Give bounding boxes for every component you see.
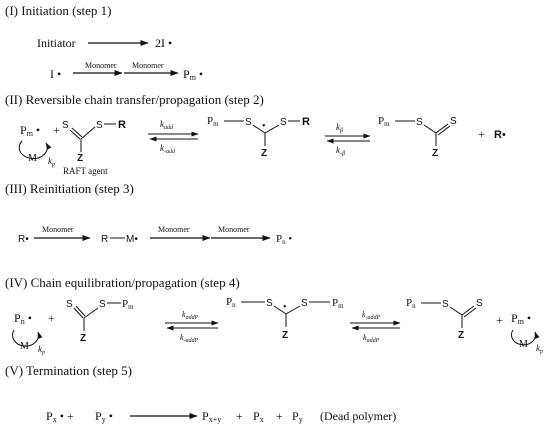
propagation-loop-arrow [511,329,540,346]
pm-radical: Pm • [183,67,203,82]
macro-raft-pn: Pn [406,297,416,310]
macro-raft-thione-s: S [450,116,457,127]
px-radical: Px • + [46,409,74,424]
propagation-loop-arrow [18,140,52,160]
monomer-m-label: M [28,153,37,164]
k-minus-add-label: k-add [160,143,176,155]
intermediate-radical-dot: • [283,302,287,313]
z-group: Z [458,330,464,341]
initiator-radical: I • [50,67,61,81]
monomer-m-label: M [20,341,29,352]
macro-raft-thione-s: S [476,298,483,309]
propagation-loop-arrow [12,329,43,347]
monomer-label: Monomer [158,225,190,234]
kp-label: kp [48,156,55,168]
intermediate-radical-dot: • [262,121,266,132]
kp-label: kp [536,343,543,355]
heading-step5: (V) Termination (step 5) [5,363,132,378]
raft-agent-label: RAFT agent [63,166,108,176]
intermediate-s-right: S [280,117,287,128]
k-minus-addp-label: k-addP [362,310,381,321]
pm-radical: Pm • [511,311,531,326]
heading-step1: (I) Initiation (step 1) [5,3,112,18]
two-radical-product: 2I • [155,36,172,50]
k-minus-addp-label: k-addP [180,333,199,344]
intermediate-pm: Pm [332,297,344,310]
plus-sign: + [53,123,60,137]
thione-s: S [62,120,69,131]
intermediate-pm: Pm [207,115,219,128]
pn-radical: Pn • [276,233,292,246]
pxy-product: Px+y [202,409,221,424]
py-radical: Py • [95,409,113,424]
heading-step2: (II) Reversible chain transfer/propagati… [5,92,264,107]
r-group: R [302,116,310,128]
intermediate-s-left: S [245,117,252,128]
monomer-label: Monomer [85,61,117,70]
pn-radical: Pn • [14,311,32,326]
k-minus-beta-label: k-β [336,145,345,157]
macro-raft-s: S [442,299,449,310]
macro-raft-s: S [416,117,423,128]
heading-step3: (III) Reinitiation (step 3) [5,181,134,196]
heading-step4: (IV) Chain equilibration/propagation (st… [5,275,240,290]
pm-radical: Pm • [20,123,40,138]
k-beta-label: kβ [336,122,343,134]
macro-raft-pm: Pm [122,298,134,311]
macro-raft-pm: Pm [378,115,390,128]
rm-radical: M• [126,234,138,245]
z-group: Z [80,333,86,344]
r-group: R [118,119,126,131]
intermediate-s-left: S [266,298,273,309]
monomer-label: Monomer [42,225,74,234]
py-product: Py [292,409,303,424]
px-product: Px [253,409,264,424]
plus-sign: + [496,313,503,327]
k-addp-label: kaddP [182,310,199,321]
z-group: Z [77,153,83,164]
thioether-s: S [96,120,103,131]
initiator-text: Initiator [37,36,76,50]
z-group: Z [282,330,288,341]
r-radical: R• [18,234,29,245]
plus-sign: + [48,311,55,325]
kp-label: kp [38,344,45,356]
plus-sign: + [276,409,283,423]
plus-sign: + [478,127,485,141]
r-radical: R• [494,129,506,141]
intermediate-s-right: S [301,298,308,309]
z-group: Z [432,148,438,159]
k-add-label: kadd [160,119,174,131]
monomer-label: Monomer [132,61,164,70]
plus-sign: + [236,409,243,423]
thioether-s: S [99,299,106,310]
rm-r: R [101,234,108,245]
intermediate-pn: Pn [226,296,236,309]
k-addp-label: kaddP [363,333,380,344]
z-group: Z [261,148,267,159]
thione-s: S [66,299,73,310]
monomer-label: Monomer [218,225,250,234]
dead-polymer-label: (Dead polymer) [320,409,396,423]
monomer-m-label: M [519,339,528,350]
